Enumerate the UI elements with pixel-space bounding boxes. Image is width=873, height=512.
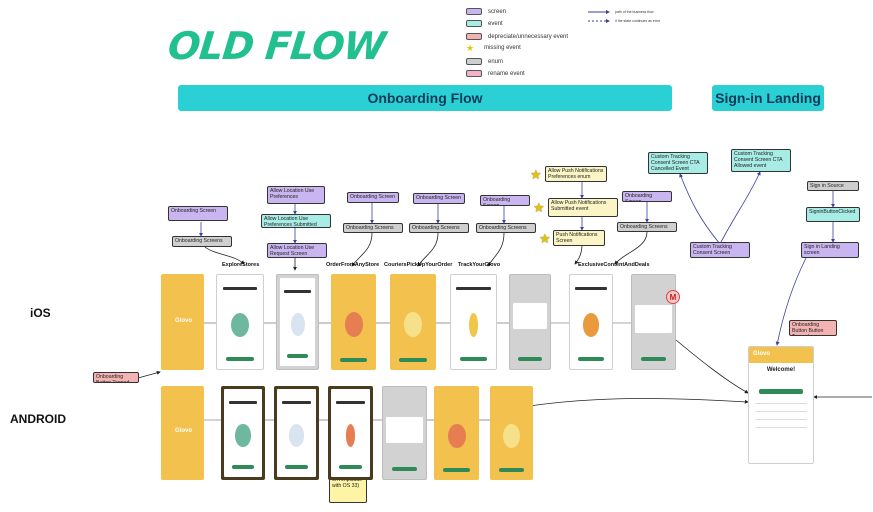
onboarding-flow-banner: Onboarding Flow (178, 85, 672, 111)
legend-line-error: if the state continues as error (588, 18, 660, 24)
divider (755, 427, 807, 428)
onboarding-button-tapped-box: Onboarding Button Tapped (93, 372, 139, 383)
legend-swatch-event (466, 20, 482, 27)
legend-swatch-deprecated (466, 33, 482, 40)
ios-phone-track-your-glovo (450, 274, 497, 370)
legend-swatch-rename (466, 70, 482, 77)
divider (755, 403, 807, 404)
signin-landing-phone: Glovo Welcome! (748, 346, 814, 464)
m-badge-icon: M (666, 290, 680, 304)
android-phone-track (490, 386, 533, 480)
allow-location-submitted-box: Allow Location Use Preferences Submitted… (261, 214, 331, 228)
legend-item-screen: screen (466, 8, 506, 15)
android-phone-explore-stores (221, 386, 265, 480)
onboarding-screen-box-5: Onboarding Screen (622, 191, 672, 202)
ios-phone-couriers-pickup (390, 274, 436, 370)
tracking-cancelled-box: Custom Tracking Consent Screen CTA Cance… (648, 152, 708, 174)
android-phone-location (274, 386, 319, 480)
onboarding-screen-box-1: Onboarding Screen (168, 206, 228, 221)
android-phone-splash: Glovo (161, 386, 204, 480)
ios-phone-splash: Glovo (161, 274, 204, 370)
missing-event-star-icon: ★ (533, 200, 545, 215)
signin-landing-screen-box: Sign in Landing screen (801, 242, 859, 258)
glovo-logo: Glovo (175, 318, 193, 324)
legend-item-rename: rename event (466, 70, 525, 77)
ios-phone-push-notifications (509, 274, 551, 370)
star-icon: ★ (466, 43, 475, 53)
push-prefs-enum-box: Allow Push Notifications Preferences enu… (545, 166, 607, 182)
glovo-logo-signin: Glovo (753, 351, 771, 357)
onboarding-screens-enum-4: Onboarding Screens (476, 223, 536, 233)
legend-item-missing: ★ missing event (466, 43, 521, 53)
ios-phone-tracking-consent (631, 274, 676, 370)
push-submitted-box: Allow Push Notifications Submitted event (548, 198, 618, 217)
legend-swatch-enum (466, 58, 482, 65)
android-phone-couriers-pickup (434, 386, 479, 480)
screen-label-exclusive-content: ExclusiveContentAndDeals (578, 262, 650, 268)
android-phone-order-any-store (328, 386, 373, 480)
onboarding-screen-box-2: Onboarding Screen (347, 192, 399, 203)
legend-item-deprecated: depreciate/unnecessary event (466, 33, 568, 40)
ios-phone-location-request (276, 274, 319, 370)
onboarding-screens-enum-3: Onboarding Screens (409, 223, 469, 233)
onboarding-screens-enum-5: Onboarding Screens (617, 222, 677, 232)
legend-swatch-screen (466, 8, 482, 15)
arrow-right-icon (588, 10, 610, 14)
divider (755, 411, 807, 412)
signin-phone-header (749, 347, 813, 363)
missing-event-star-icon: ★ (539, 231, 551, 246)
screen-label-couriers-pickup: CouriersPickUpYourOrder (384, 262, 453, 268)
legend-item-enum: enum (466, 58, 503, 65)
ios-phone-order-any-store (331, 274, 376, 370)
screen-label-track-your-glovo: TrackYourGlovo (458, 262, 501, 268)
signin-source-box: Sign in Source (807, 181, 859, 191)
screen-label-explore-stores: ExploreStores (222, 262, 260, 268)
allow-location-prefs-box: Allow Location Use Preferences (267, 186, 325, 204)
onboarding-button-deprecated-box: Onboarding Button Button Tapped (789, 320, 837, 336)
glovo-logo-android: Glovo (175, 428, 193, 434)
dashed-arrow-icon (588, 19, 610, 23)
signin-landing-banner: Sign-in Landing (712, 85, 824, 111)
screen-label-order-from-any-store: OrderFromAnyStore (326, 262, 380, 268)
signin-phone-button (759, 389, 803, 394)
legend-item-event: event (466, 20, 503, 27)
tracking-allowed-box: Custom Tracking Consent Screen CTA Allow… (731, 149, 791, 172)
platform-label-android: ANDROID (10, 412, 66, 426)
onboarding-screen-box-4: Onboarding Screen (480, 195, 530, 206)
onboarding-screen-box-3: Onboarding Screen (413, 193, 465, 204)
tracking-screen-box: Custom Tracking Consent Screen (690, 242, 750, 258)
allow-location-request-box: Allow Location Use Request Screen (267, 243, 327, 258)
android-phone-push (382, 386, 427, 480)
platform-label-ios: iOS (30, 306, 51, 320)
legend-line-flow: path of the business flow (588, 9, 654, 15)
onboarding-screens-enum-1: Onboarding Screens (172, 236, 232, 247)
ios-phone-explore-stores (216, 274, 264, 370)
divider (755, 419, 807, 420)
signin-welcome-text: Welcome! (766, 367, 796, 373)
push-screen-box: Push Notifications Screen (553, 230, 605, 246)
missing-event-star-icon: ★ (530, 167, 542, 182)
signin-clicked-box: SigninButtonClicked (806, 207, 860, 222)
ios-phone-exclusive-content (569, 274, 613, 370)
onboarding-screens-enum-2: Onboarding Screens (343, 223, 403, 233)
